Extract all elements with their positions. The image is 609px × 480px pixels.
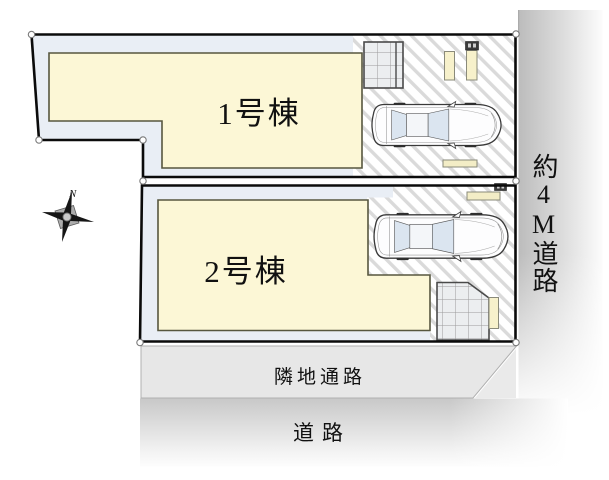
lot-2-margin [142,330,430,341]
vertex-marker [139,136,147,144]
yard-object [466,191,501,201]
north-label: N [69,188,77,200]
building-1-footprint [48,52,363,169]
building-1-label: 1号棟 [217,96,301,131]
utility-box-icon [465,41,479,51]
yard-object [488,297,499,329]
passage-band [140,345,518,399]
lot-2-margin [142,185,393,198]
vertex-marker [512,338,520,347]
lot-1 [30,33,517,179]
yard-object [466,50,478,81]
compass-icon [42,191,94,242]
vertex-marker [27,30,36,39]
bottom-road-label: 道路 [293,421,351,445]
car-1-icon [371,100,502,150]
yard-object [442,159,478,168]
lot-2 [138,183,517,343]
terrace-1-grid [363,41,404,89]
yard-object [444,51,455,81]
right-road-label: 約4M道路 [529,152,558,294]
vertex-marker [512,30,520,38]
vertex-marker [35,136,43,144]
passage-label: 隣地通路 [273,367,366,388]
vertex-marker [136,338,144,347]
vertex-markers [27,30,520,347]
building-2-footprint [157,199,431,332]
vertex-marker [139,177,147,185]
car-2-icon [373,210,509,263]
right-road-surface [518,10,603,415]
vertex-marker [512,177,520,185]
bottom-road-surface [140,349,568,467]
building-2-label: 2号棟 [204,254,288,289]
